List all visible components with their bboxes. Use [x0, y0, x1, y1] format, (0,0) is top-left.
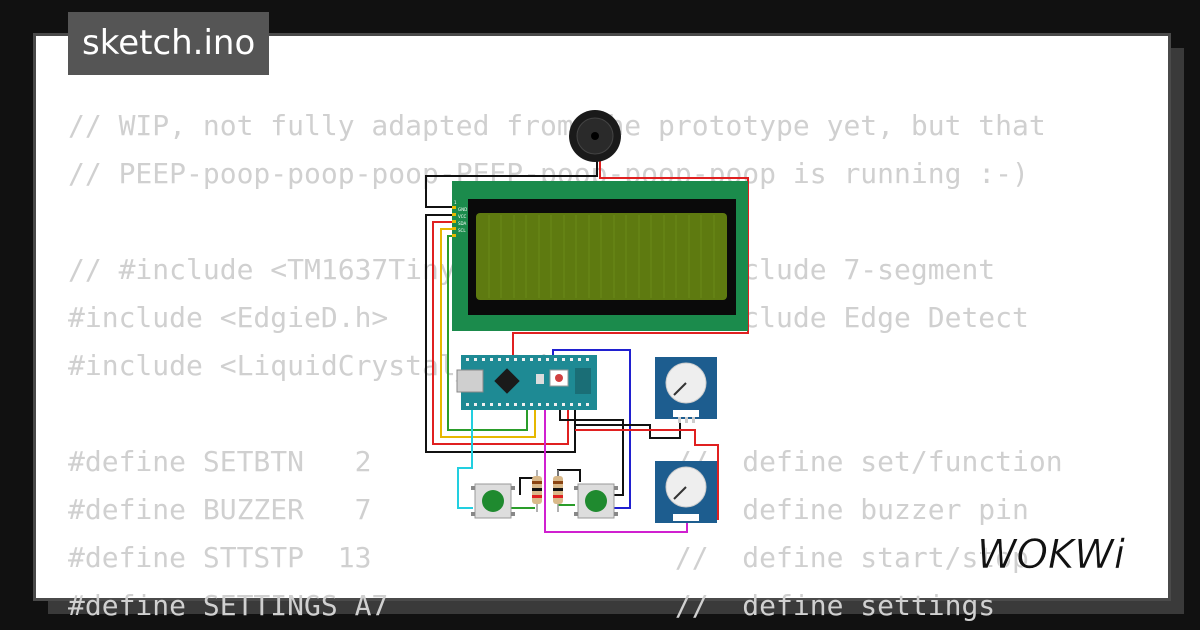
- code-preview: // WIP, not fully adapted from the proto…: [68, 102, 1132, 630]
- wire-button-gnd: [559, 410, 624, 496]
- resistor-left: [532, 470, 542, 512]
- wire-button-right: [552, 349, 631, 509]
- wire-button-left: [457, 410, 473, 509]
- lcd-char-grid: [488, 215, 715, 298]
- file-name-tab: sketch.ino: [68, 12, 270, 75]
- code-line: #include <EdgieD.h> // Include Edge Dete…: [68, 301, 1029, 334]
- wire-pot-vcc: [575, 429, 719, 520]
- wire-vcc: [432, 221, 569, 445]
- buzzer: [569, 110, 621, 162]
- push-button-left: [471, 483, 515, 519]
- wires: [425, 160, 749, 533]
- wire-sda: [440, 228, 536, 438]
- wire-buzzer-gnd: [425, 160, 598, 208]
- lcd-pin-label: SCL: [458, 228, 466, 233]
- potentiometer-bottom: [655, 461, 717, 523]
- push-button-right: [574, 483, 618, 519]
- wire-pot-gnd: [575, 420, 681, 439]
- microcontroller-chip: [494, 368, 520, 394]
- code-line: #include <LiquidCrystal_I2C.h>: [68, 349, 574, 382]
- wire-pot-signal: [544, 410, 688, 533]
- lcd-pin-label: VCC: [458, 214, 467, 219]
- usb-port: [456, 369, 484, 393]
- lcd-pin-labels: 1 GND VCC SDA SCL: [454, 200, 467, 233]
- header-pins-bottom: [466, 403, 589, 406]
- lcd-pins: [452, 206, 456, 237]
- lcd-pin-label: SDA: [458, 221, 467, 226]
- code-line: // PEEP-poop-poop-poop-PEEP-poop-poop-po…: [68, 157, 1029, 190]
- wire-gnd: [425, 214, 576, 453]
- wire-scl: [447, 235, 528, 431]
- arduino-nano: [456, 355, 597, 410]
- code-line: #define SETTINGS A7 // define settings: [68, 589, 996, 622]
- resistor-right: [553, 470, 563, 512]
- potentiometer-top: [655, 357, 717, 423]
- lcd-display: 1 GND VCC SDA SCL: [452, 181, 748, 331]
- wire-resistor-a: [519, 477, 535, 495]
- lcd-pin-label: GND: [458, 207, 467, 212]
- wokwi-logo: WOKWi: [977, 532, 1125, 579]
- code-line: // WIP, not fully adapted from the proto…: [68, 109, 1046, 142]
- code-line: #define STTSTP 13 // define start/stop: [68, 541, 1029, 574]
- code-line: #define SETBTN 2 // define set/function: [68, 445, 1063, 478]
- header-pins-top: [466, 358, 589, 361]
- lcd-pin-label: 1: [454, 200, 457, 205]
- logo-text: WOKWi: [977, 532, 1125, 578]
